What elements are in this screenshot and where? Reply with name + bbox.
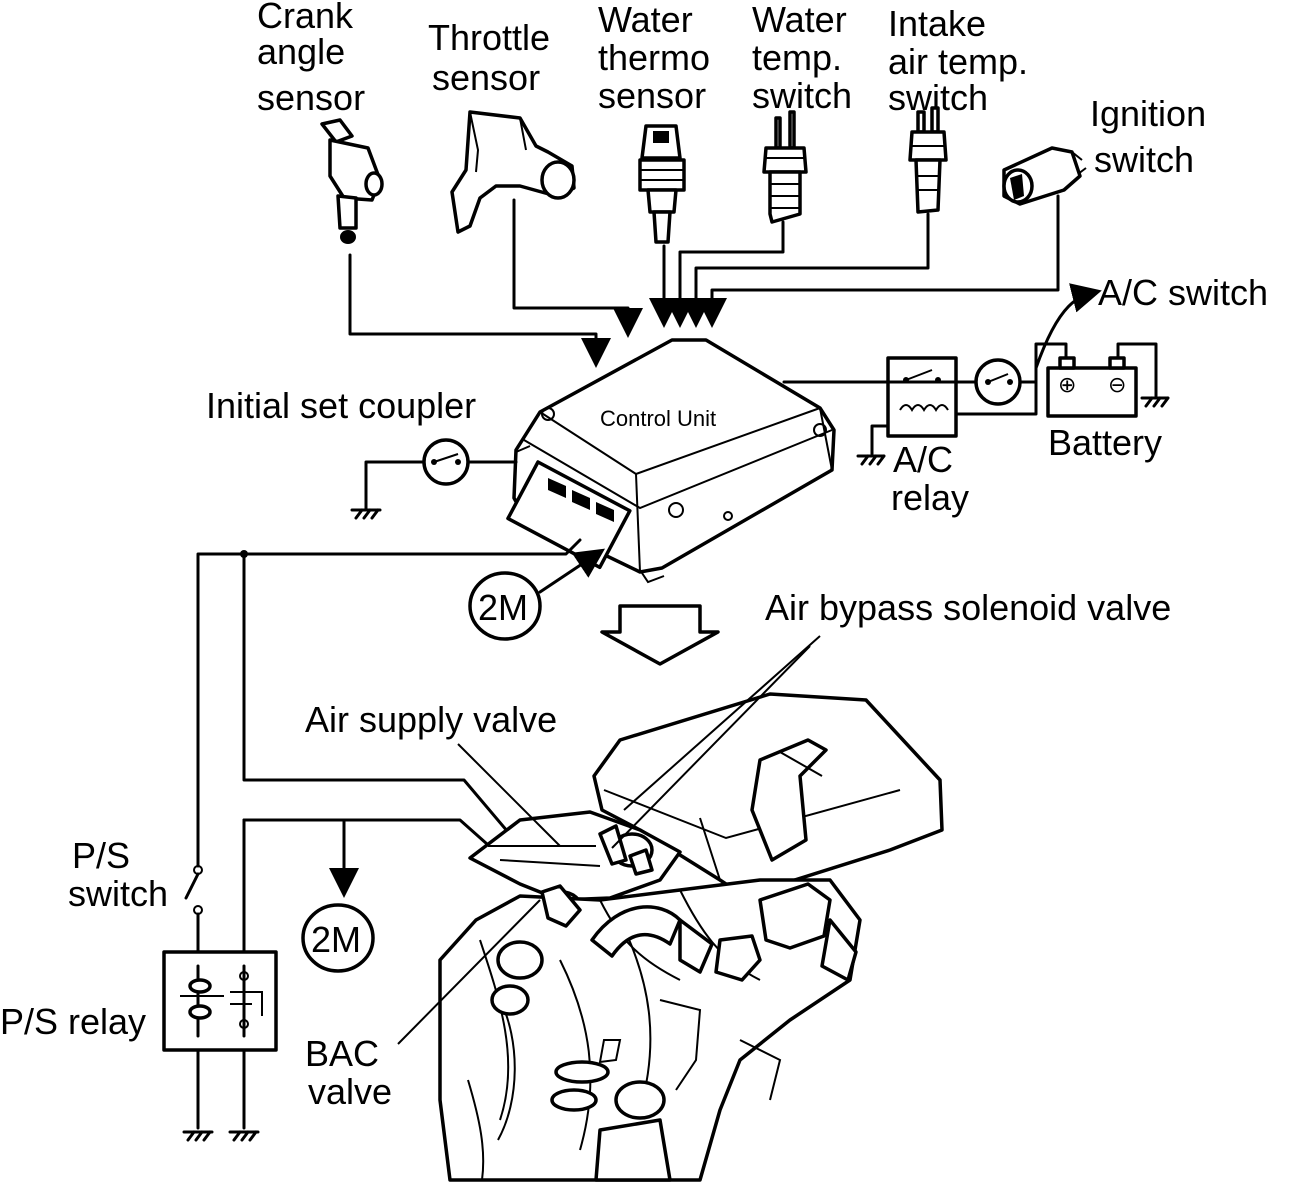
- ac-switch-label: A/C switch: [1098, 272, 1268, 313]
- ignition-key-icon: [1002, 146, 1087, 206]
- intake-air-temp-switch-icon: [908, 106, 948, 214]
- ps-relay-label: P/S relay: [0, 1001, 146, 1042]
- battery-icon: [1046, 366, 1138, 418]
- control-unit-label: Control Unit: [600, 406, 716, 431]
- ps-switch-label: P/S switch: [68, 835, 168, 914]
- ac-switch-icon: [974, 358, 1022, 406]
- initial-set-coupler: [350, 438, 518, 520]
- water-thermo-sensor-label: Water thermo sensor: [598, 0, 720, 116]
- water-temp-switch-label: Water temp. switch: [752, 0, 857, 116]
- down-arrow-icon: [600, 604, 720, 666]
- water-temp-switch-icon: [762, 110, 808, 224]
- ac-circuit: ⊕ ⊖: [782, 283, 1170, 466]
- ac-relay-label: A/C relay: [891, 439, 969, 518]
- svg-text:2M: 2M: [311, 919, 361, 960]
- crank-angle-sensor-icon: [320, 118, 384, 244]
- ignition-switch-label: Ignition switch: [1090, 93, 1216, 180]
- crank-angle-sensor-label: Crank angle sensor: [257, 0, 365, 118]
- ac-relay-box: [886, 356, 958, 438]
- callout-leaders: [397, 635, 821, 1045]
- bac-valve-label: BAC valve: [305, 1033, 392, 1112]
- battery-label: Battery: [1048, 422, 1162, 463]
- initial-set-coupler-label: Initial set coupler: [206, 385, 476, 426]
- water-thermo-sensor-icon: [638, 124, 686, 244]
- air-supply-valve-label: Air supply valve: [305, 699, 557, 740]
- intake-air-temp-switch-label: Intake air temp. switch: [888, 3, 1038, 118]
- svg-text:2M: 2M: [478, 587, 528, 628]
- throttle-sensor-icon: [450, 110, 576, 234]
- connector-2m-bottom: 2M: [301, 903, 375, 973]
- air-bypass-solenoid-valve-label: Air bypass solenoid valve: [765, 587, 1171, 628]
- throttle-sensor-label: Throttle sensor: [428, 17, 560, 98]
- ps-relay-box: [162, 950, 278, 1052]
- connector-2m-top: 2M: [468, 548, 605, 641]
- control-unit: Control Unit: [506, 338, 836, 584]
- svg-text:⊕: ⊕: [1058, 372, 1076, 397]
- ps-wiring: [162, 538, 582, 1142]
- sensor-wires: [348, 194, 1060, 368]
- engine-illustration: [438, 692, 944, 1182]
- svg-text:⊖: ⊖: [1108, 372, 1126, 397]
